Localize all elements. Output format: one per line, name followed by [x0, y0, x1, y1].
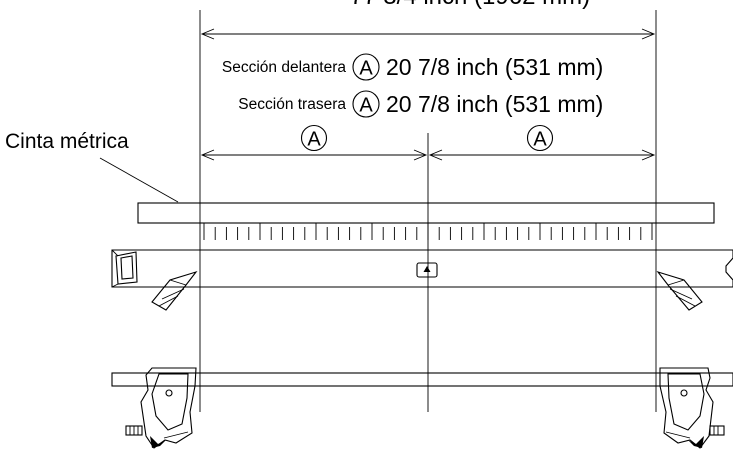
crossbar — [111, 249, 733, 288]
right-segment-a-marker: A — [526, 124, 554, 152]
front-section-a-marker: A — [352, 53, 380, 81]
right-foot-bracket — [659, 367, 725, 449]
svg-text:A: A — [307, 129, 321, 151]
right-bracket-screw — [709, 425, 725, 436]
tape-measure-ticks — [203, 223, 653, 240]
right-pencil — [656, 270, 703, 311]
tape-measure-body — [137, 202, 715, 224]
svg-text:A: A — [359, 95, 373, 117]
overall-dimension-label: 77 3/4 inch (1962 mm) — [350, 0, 590, 10]
svg-text:A: A — [533, 129, 547, 151]
rear-section-label: Sección trasera — [238, 96, 346, 113]
rear-section-value: 20 7/8 inch (531 mm) — [386, 91, 603, 117]
overall-dimension-line — [200, 28, 656, 40]
left-foot-bracket — [125, 367, 197, 449]
front-section-label: Sección delantera — [222, 59, 346, 76]
front-section-value: 20 7/8 inch (531 mm) — [386, 54, 603, 80]
tape-measure-label: Cinta métrica — [5, 130, 129, 153]
right-segment-dimension-line — [428, 149, 656, 161]
tape-measure-leader-line — [99, 157, 179, 203]
left-bracket-screw — [125, 425, 143, 436]
svg-text:A: A — [359, 58, 373, 80]
rear-section-a-marker: A — [352, 90, 380, 118]
left-segment-dimension-line — [200, 149, 428, 161]
roof-rail — [111, 372, 733, 387]
left-segment-a-marker: A — [300, 124, 328, 152]
left-pencil — [151, 270, 198, 311]
center-mark — [416, 262, 438, 278]
